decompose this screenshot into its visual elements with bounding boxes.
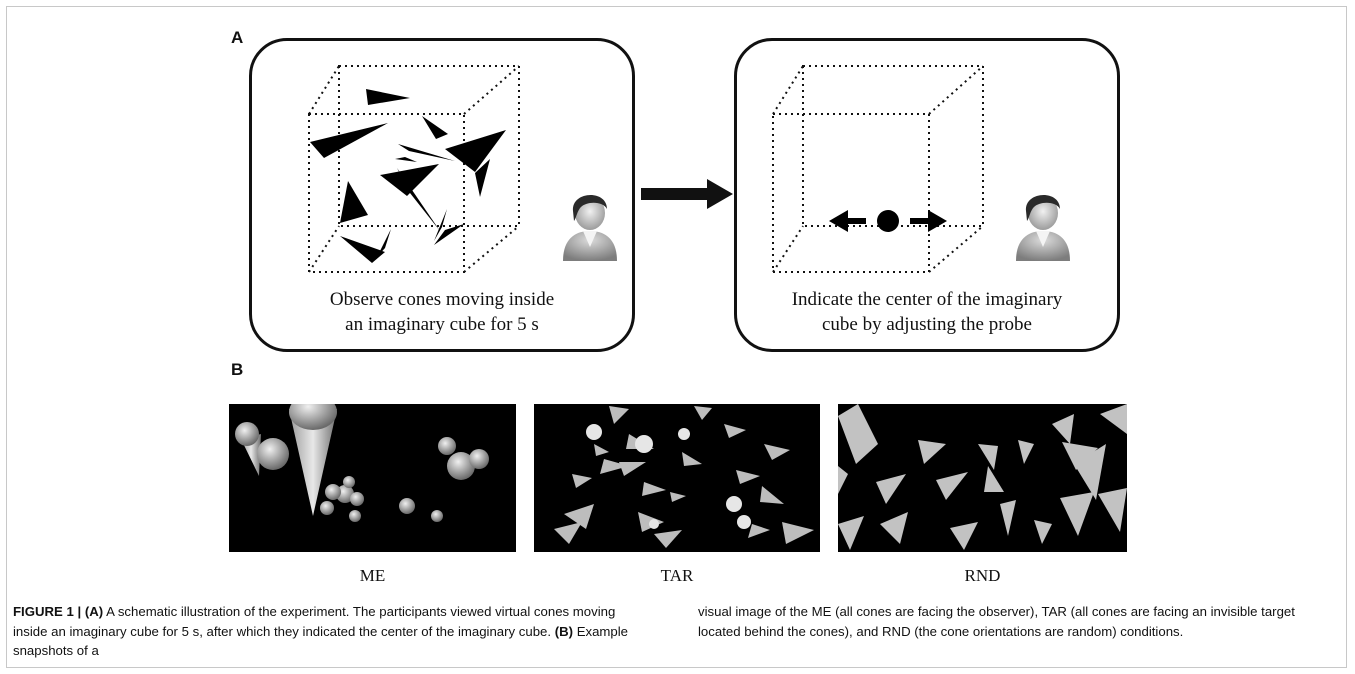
- indicate-caption-line1: Indicate the center of the imaginary: [791, 289, 1063, 310]
- cube-with-cones: [308, 65, 520, 273]
- figure-label: FIGURE 1 |: [13, 604, 82, 619]
- caption-text-left-2: Example snapshots of a: [13, 623, 629, 659]
- observe-caption-line1: Observe cones moving inside: [329, 289, 555, 310]
- snapshot-tar: [534, 404, 820, 552]
- indicate-stage-box: Indicate the center of the imaginary cub…: [734, 38, 1120, 352]
- snapshot-rnd: [838, 404, 1127, 552]
- panel-b-label: B: [231, 360, 244, 379]
- figure-caption-right: visual image of the ME (all cones are fa…: [698, 602, 1338, 641]
- panel-a-label: A: [231, 28, 244, 47]
- caption-text-right: visual image of the ME (all cones are fa…: [698, 604, 1295, 639]
- empty-cube-with-probe: [772, 65, 984, 273]
- person-avatar-icon: [563, 194, 617, 261]
- probe: [829, 210, 947, 232]
- snapshot-label-me: ME: [359, 566, 386, 585]
- indicate-caption-line2: cube by adjusting the probe: [821, 314, 1032, 335]
- snapshot-me: [229, 404, 516, 552]
- person-avatar-icon: [1016, 194, 1070, 261]
- observe-caption-line2: an imaginary cube for 5 s: [345, 314, 539, 335]
- caption-tag-a: (A): [84, 604, 104, 619]
- caption-text-left-1: A schematic illustration of the experime…: [13, 604, 616, 639]
- snapshot-label-rnd: RND: [964, 566, 1001, 585]
- snapshot-label-tar: TAR: [660, 566, 694, 585]
- right-arrow-icon: [641, 179, 733, 209]
- observe-stage-box: Observe cones moving inside an imaginary…: [249, 38, 635, 352]
- figure-caption-left: FIGURE 1 | (A) A schematic illustration …: [13, 602, 653, 661]
- figure-frame: [6, 6, 1347, 668]
- caption-tag-b: (B): [554, 623, 574, 639]
